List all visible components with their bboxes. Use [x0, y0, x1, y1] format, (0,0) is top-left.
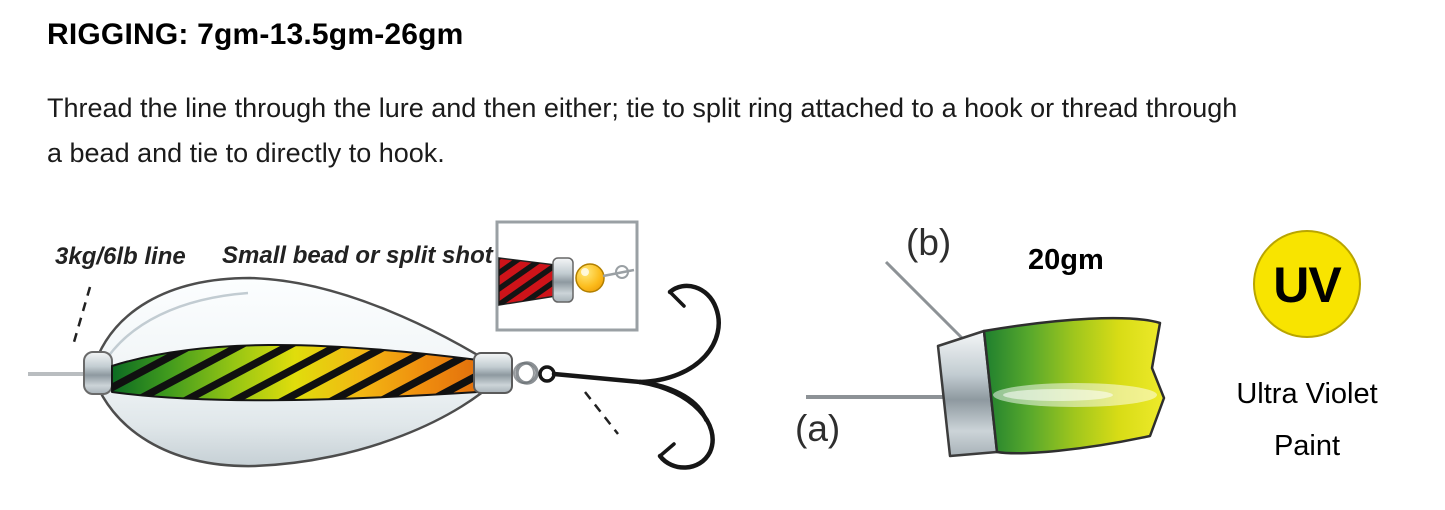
bead-highlight	[581, 268, 589, 276]
instructions-line-1: Thread the line through the lure and the…	[47, 93, 1238, 123]
dashed-pointer-line-label	[72, 286, 92, 343]
tail-ferrule	[473, 352, 513, 394]
bead-icon	[575, 263, 605, 293]
uv-badge-circle	[1253, 230, 1361, 338]
uv-caption-line1: Ultra Violet	[1236, 378, 1378, 410]
label-b: (b)	[906, 222, 952, 263]
rigging-diagram: UV	[28, 220, 1361, 470]
weight-label: 20gm	[1028, 244, 1104, 276]
stripe-chevrons	[112, 344, 478, 401]
line-b	[884, 260, 978, 354]
uv-caption-line2: Paint	[1273, 430, 1341, 462]
uv-badge: UV	[1253, 230, 1361, 338]
treble-hook-icon	[538, 283, 721, 470]
instructions-text: Thread the line through the lure and the…	[47, 86, 1407, 176]
spoon-rim-highlight	[100, 291, 249, 367]
weight-lure-illustration	[806, 260, 1166, 458]
uv-badge-text: UV	[1273, 257, 1342, 313]
page-title: RIGGING: 7gm-13.5gm-26gm	[47, 18, 464, 51]
nose-cap	[83, 351, 113, 395]
inset-ferrule	[552, 257, 574, 303]
dashed-pointer-hook	[584, 391, 619, 435]
bead-inset	[495, 220, 639, 332]
label-a: (a)	[795, 408, 841, 449]
body-highlight-core	[1003, 389, 1113, 401]
inset-line-loop	[615, 265, 629, 279]
instructions-line-2: a bead and tie to directly to hook.	[47, 138, 445, 168]
spoon-lure-illustration	[28, 276, 721, 470]
bead-label: Small bead or split shot	[222, 242, 493, 269]
line-weight-label: 3kg/6lb line	[55, 243, 186, 270]
split-ring-inner	[513, 362, 535, 384]
inset-tail-stripes	[499, 258, 556, 305]
